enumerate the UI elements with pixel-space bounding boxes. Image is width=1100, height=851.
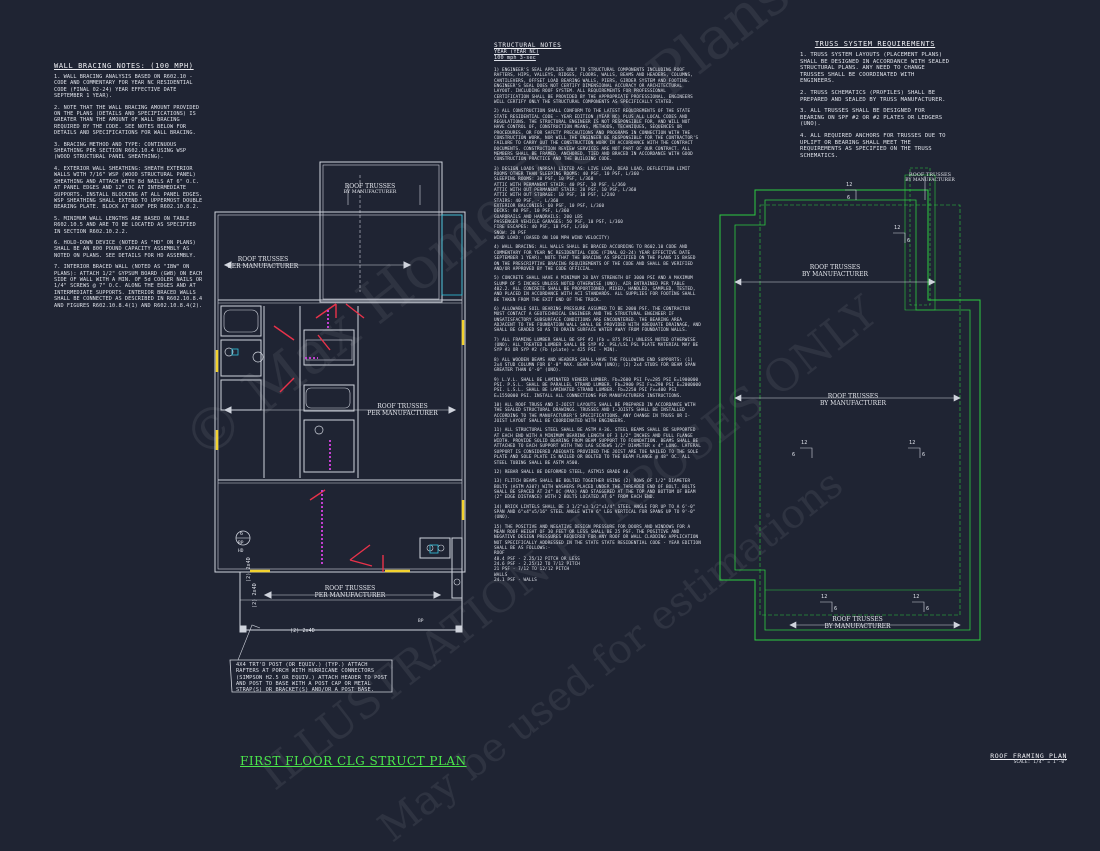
truss-requirements-title: TRUSS SYSTEM REQUIREMENTS (814, 40, 936, 48)
structural-note: DECKS: 40 PSF, 10 PSF, L/360 (494, 209, 570, 215)
bathtub (220, 305, 262, 337)
structural-note: 13) FLITCH BEAMS SHALL BE BOLTED TOGETHE… (494, 479, 696, 501)
pitch-rise: 12 (801, 440, 808, 446)
truss-requirements: TRUSS SYSTEM REQUIREMENTS 1. TRUSS SYSTE… (800, 40, 950, 164)
truss-label-top: ROOF TRUSSES BY MANUFACTURER (343, 183, 397, 195)
porch-note: 4X4 TRT'D POST (OR EQUIV.) (TYP.) ATTACH… (236, 662, 388, 694)
structural-note: 4) WALL BRACING: ALL WALLS SHALL BE BRAC… (494, 245, 696, 272)
wall-bracing-notes: WALL BRACING NOTES: (100 MPH) 1. WALL BR… (54, 62, 204, 314)
wall-bracing-title: WALL BRACING NOTES: (100 MPH) (54, 62, 194, 70)
wall-bracing-note: 2. NOTE THAT THE WALL BRACING AMOUNT PRO… (54, 104, 200, 137)
roof-truss-label-2: ROOF TRUSSES BY MANUFACTURER (802, 264, 868, 278)
truss-note: 4. ALL REQUIRED ANCHORS FOR TRUSSES DUE … (800, 132, 946, 159)
structural-note: 12) REBAR SHALL BE DEFORMED STEEL, ASTM1… (494, 469, 632, 475)
structural-note: ATTIC WITH OUT PERMANENT STAIR: 20 PSF, … (494, 188, 637, 194)
pitch-rise: 12 (913, 594, 920, 600)
structural-note: ROOF (494, 551, 505, 557)
pitch-run: 6 (792, 452, 796, 458)
roof-framing-title: ROOF FRAMING PLAN (990, 752, 1067, 760)
roof-truss-label-3: ROOF TRUSSES BY MANUFACTURER (820, 393, 886, 407)
subtitle-line: YEAR (YEAR NC) (494, 49, 540, 55)
tag-6: 6 (240, 531, 244, 537)
roof-outline-outer (719, 189, 981, 641)
pitch-run: 6 (907, 238, 911, 244)
structural-note: WALLS (494, 572, 508, 578)
structural-note: ATTIC WITH PERMANENT STAIR: 40 PSF, 10 P… (494, 182, 626, 188)
upper-bump-wall-inner (322, 164, 440, 300)
structural-note: 6) ALLOWABLE SOIL BEARING PRESSURE ASSUM… (494, 306, 701, 334)
structural-note: SLEEPING ROOMS: 30 PSF, 10 PSF, L/360 (494, 177, 594, 183)
structural-note: ATTIC WITH OUT STORAGE: 10 PSF, 10 PSF, … (494, 193, 615, 199)
main-wall-inner (217, 214, 463, 570)
structural-note: PASSENGER VEHICLE GARAGES: 50 PSF, 10 PS… (494, 220, 623, 226)
structural-note: STAIRS: 40 PSF, -, L/360 (494, 198, 559, 204)
truss-label-middle: ROOF TRUSSES PER MANUFACTURER (367, 403, 438, 417)
first-floor-plan-drawing (214, 161, 981, 693)
pitch-rise: 12 (846, 182, 853, 188)
structural-note: 24.1 PSF - WALLS (494, 578, 537, 584)
pitch-run: 6 (834, 606, 838, 612)
pitch-rise: 12 (909, 440, 916, 446)
structural-note: 7) ALL FRAMING LUMBER SHALL BE SPF #2 (F… (494, 337, 699, 354)
structural-note: 48.4 PSF - 2.25/12 PITCH OR LESS (494, 556, 580, 562)
wall-bracing-list: 1. WALL BRACING ANALYSIS BASED ON R602.1… (54, 74, 204, 309)
structural-notes: STRUCTURAL NOTES YEAR (YEAR NC) 100 mph … (494, 42, 702, 583)
truss-note: 1. TRUSS SYSTEM LAYOUTS (PLACEMENT PLANS… (800, 52, 950, 85)
structural-note: 3) DESIGN LOADS (NRRSA) LISTED AS: LIVE … (494, 166, 691, 172)
roof-truss-label-1: ROOF TRUSSES BY MANUFACTURER (905, 172, 955, 183)
wall-bracing-note: 1. WALL BRACING ANALYSIS BASED ON R602.1… (54, 74, 193, 100)
dim-label-3: (2) 2x4D (290, 628, 315, 634)
truss-note: 2. TRUSS SCHEMATICS (PROFILES) SHALL BE … (800, 89, 946, 103)
wall-bracing-note: 4. EXTERIOR WALL SHEATHING: SHEATH EXTER… (54, 165, 203, 211)
tag-hd: HD (238, 549, 244, 554)
structural-note: FIRE ESCAPES: 40 PSF, 10 PSF, L/360 (494, 225, 589, 231)
structural-notes-list: 1) ENGINEER'S SEAL APPLIES ONLY TO STRUC… (494, 68, 702, 584)
truss-note: 3. ALL TRUSSES SHALL BE DESIGNED FOR BEA… (800, 108, 943, 128)
structural-note: 8) ALL WOODEN BEAMS AND HEADERS SHALL HA… (494, 357, 696, 374)
structural-note: 10) ALL ROOF TRUSS AND I-JOIST LAYOUTS S… (494, 403, 696, 425)
tag-bp: BP (238, 541, 244, 546)
roof-truss-label-4: ROOF TRUSSES BY MANUFACTURER (824, 616, 891, 630)
structural-note: 15) THE POSITIVE AND NEGATIVE DESIGN PRE… (494, 524, 701, 551)
structural-note: GUARDRAILS AND HANDRAILS: 200 LBS (494, 214, 583, 220)
structural-note: 1) ENGINEER'S SEAL APPLIES ONLY TO STRUC… (494, 67, 693, 105)
wall-bracing-note: 3. BRACING METHOD AND TYPE: CONTINUOUS S… (54, 141, 187, 161)
first-floor-plan-title: FIRST FLOOR CLG STRUCT PLAN (240, 754, 467, 768)
wall-bracing-note: 7. INTERIOR BRACED WALL (NOTED AS "IBW" … (54, 264, 203, 309)
pitch-run: 6 (847, 195, 851, 201)
roof-framing-title-block: ROOF FRAMING PLAN SCALE: 1/4" = 1'-0" (985, 752, 1067, 766)
structural-notes-title: STRUCTURAL NOTES (494, 42, 562, 49)
structural-note: 21 PSF - 7/12 TO 12/12 PITCH (494, 567, 570, 573)
truss-label-upper: ROOF TRUSSES PER MANUFACTURER (227, 256, 299, 270)
dim-label-1: (2) 2x4D (246, 557, 252, 582)
structural-note: ROOMS OTHER THAN SLEEPING ROOMS: 40 PSF,… (494, 172, 640, 177)
roof-framing-scale: SCALE: 1/4" = 1'-0" (1013, 760, 1067, 765)
truss-label-porch: ROOF TRUSSES PER MANUFACTURER (314, 585, 386, 599)
pitch-rise: 12 (894, 225, 901, 231)
structural-note: EXTERIOR BALCONIES: 60 PSF, 10 PSF, L/36… (494, 204, 605, 210)
roof-framing-drawing (719, 167, 981, 641)
structural-note: 24.6 PSF - 2.25/12 TO 7/12 PITCH (494, 562, 580, 567)
structural-note: 14) BRICK LINTELS SHALL BE 3 1/2"x3 1/2"… (494, 504, 696, 521)
wall-bracing-note: 6. HOLD-DOWN DEVICE (NOTED AS "HD" ON PL… (54, 239, 196, 259)
pitch-run: 6 (922, 452, 926, 458)
structural-note: 5) CONCRETE SHALL HAVE A MINIMUM 28 DAY … (494, 276, 696, 303)
wall-bracing-note: 5. MINIMUM WALL LENGTHS ARE BASED ON TAB… (54, 215, 196, 235)
dim-label-2: (2) 2x4D (252, 583, 258, 608)
structural-note: SNOW: 20 PSF (494, 230, 527, 236)
roof-outline-inner (734, 199, 971, 631)
pitch-run: 6 (926, 606, 930, 612)
structural-notes-subtitle: YEAR (YEAR NC) 100 mph 3-sec (494, 49, 702, 62)
subtitle-line: 100 mph 3-sec (494, 55, 536, 62)
pitch-rise: 12 (821, 594, 828, 600)
structural-note: 2) ALL CONSTRUCTION SHALL CONFORM TO THE… (494, 109, 699, 163)
truss-requirements-list: 1. TRUSS SYSTEM LAYOUTS (PLACEMENT PLANS… (800, 52, 950, 159)
porch (239, 571, 463, 631)
structural-note: 11) ALL STRUCTURAL STEEL SHALL BE ASTM A… (494, 428, 701, 466)
structural-note: WIND LOAD: (BASED ON 100 MPH WIND VELOCI… (494, 236, 610, 242)
structural-note: 9) L.V.L. SHALL BE LAMINATED VENEER LUMB… (494, 377, 701, 399)
tag-bp-porch: BP (418, 619, 424, 624)
